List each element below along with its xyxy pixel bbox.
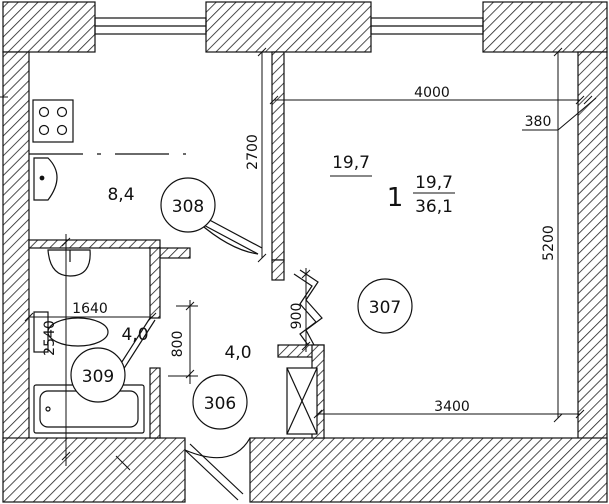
dimension-lines — [0, 47, 597, 471]
interior-walls — [28, 51, 325, 439]
wardrobe-icon — [286, 367, 318, 435]
dim-living-width: 4000 — [414, 85, 450, 101]
room-tag-306: 306 — [204, 394, 236, 414]
dim-door-living: 900 — [289, 303, 305, 330]
stove-icon — [32, 99, 74, 143]
room-tags — [70, 177, 413, 430]
wall-kitchen-living — [271, 51, 285, 261]
apartment-room-count: 1 — [387, 183, 404, 213]
apartment-living-area: 19,7 — [415, 173, 453, 193]
tag-circle-306 — [192, 374, 248, 430]
wall-bottom-left — [2, 437, 186, 503]
windows — [94, 17, 484, 35]
apartment-total-area: 36,1 — [415, 197, 453, 217]
dim-window-offset: 380 — [525, 114, 552, 130]
wall-bottom-right — [249, 437, 608, 503]
room-area-307: 19,7 — [332, 153, 370, 173]
wall-bath-corridor — [149, 247, 161, 319]
room-tag-308: 308 — [172, 197, 204, 217]
fixtures — [29, 99, 318, 435]
kitchen-sink-icon — [33, 157, 58, 201]
bath-sink-icon — [47, 249, 91, 277]
tag-circle-307 — [357, 278, 413, 334]
tag-circle-309 — [70, 347, 126, 403]
wall-left — [2, 51, 30, 451]
entrance-door — [184, 437, 251, 501]
living-door — [293, 269, 323, 346]
wall-top-right — [482, 1, 608, 53]
labels: 1 19,7 36,1 19,7 8,4 4,0 4,0 308 309 306… — [42, 85, 557, 415]
dim-living-width-lower: 3400 — [434, 399, 470, 415]
room-area-306: 4,0 — [224, 343, 251, 363]
room-tag-307: 307 — [369, 298, 401, 318]
bath-door — [117, 317, 156, 371]
room-area-308: 8,4 — [107, 185, 134, 205]
dim-bath-depth: 2540 — [42, 320, 58, 356]
wall-top-middle — [205, 1, 372, 53]
room-tag-309: 309 — [82, 367, 114, 387]
toilet-icon — [33, 311, 109, 353]
wall-kitchen-stub — [159, 247, 191, 259]
dim-living-depth: 5200 — [541, 225, 557, 261]
wall-top-left — [2, 1, 96, 53]
dim-door-bath: 800 — [170, 331, 186, 358]
wall-right — [577, 51, 608, 451]
dim-bath-width: 1640 — [72, 301, 108, 317]
wall-bath-corridor-low — [149, 367, 161, 439]
wall-corridor-living — [271, 259, 285, 281]
tag-circle-308 — [160, 177, 216, 233]
dim-kitchen-depth: 2700 — [245, 134, 261, 170]
wall-kitchen-bath — [28, 239, 161, 249]
room-area-309: 4,0 — [121, 325, 148, 345]
